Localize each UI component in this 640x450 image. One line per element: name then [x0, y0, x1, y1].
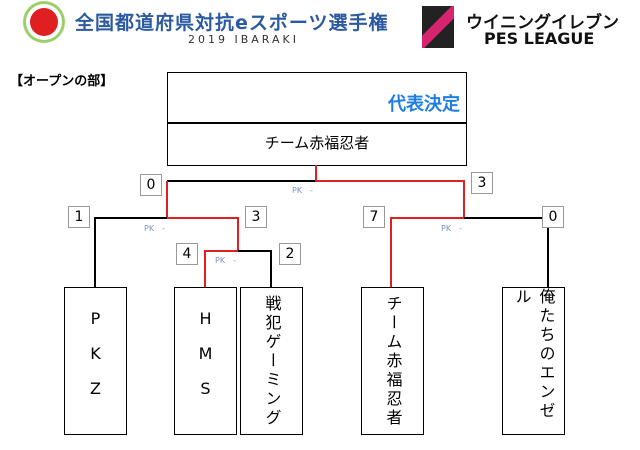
team-box: チーム赤福忍者	[361, 287, 424, 435]
team-box: PKZ	[64, 287, 127, 435]
champion-divider	[167, 122, 467, 124]
score-final-right: 3	[471, 172, 493, 194]
pk-label-final: PK -	[292, 186, 313, 195]
pk-label-semi-right: PK -	[441, 224, 462, 233]
event-title: 全国都道府県対抗eスポーツ選手権	[75, 12, 389, 34]
score-qf-left: 4	[176, 243, 198, 265]
score-semi-right-right: 0	[542, 206, 564, 228]
pk-label-qf: PK -	[215, 256, 236, 265]
team-box: HMS	[174, 287, 237, 435]
team-box: 戦犯ゲーミング	[240, 287, 303, 435]
game-title: ウイニングイレブン	[466, 13, 619, 33]
section-title: 【オープンの部】	[10, 74, 114, 89]
champion-label: 代表決定	[388, 94, 460, 115]
champion-name: チーム赤福忍者	[264, 134, 370, 152]
score-semi-left-top: 1	[68, 206, 90, 228]
score-final-left: 0	[140, 174, 162, 196]
team-box: 俺たちのエンゼル	[502, 287, 565, 435]
score-qf-right: 2	[279, 243, 301, 265]
score-semi-right-left: 7	[363, 206, 385, 228]
pk-label-semi-left: PK -	[144, 224, 165, 233]
event-logo-icon	[30, 8, 58, 36]
pes-logo-icon	[422, 6, 454, 48]
game-subtitle: PES LEAGUE	[484, 29, 595, 48]
score-semi-left-bottom: 3	[245, 206, 267, 228]
event-subtitle: 2019 IBARAKI	[188, 33, 299, 46]
